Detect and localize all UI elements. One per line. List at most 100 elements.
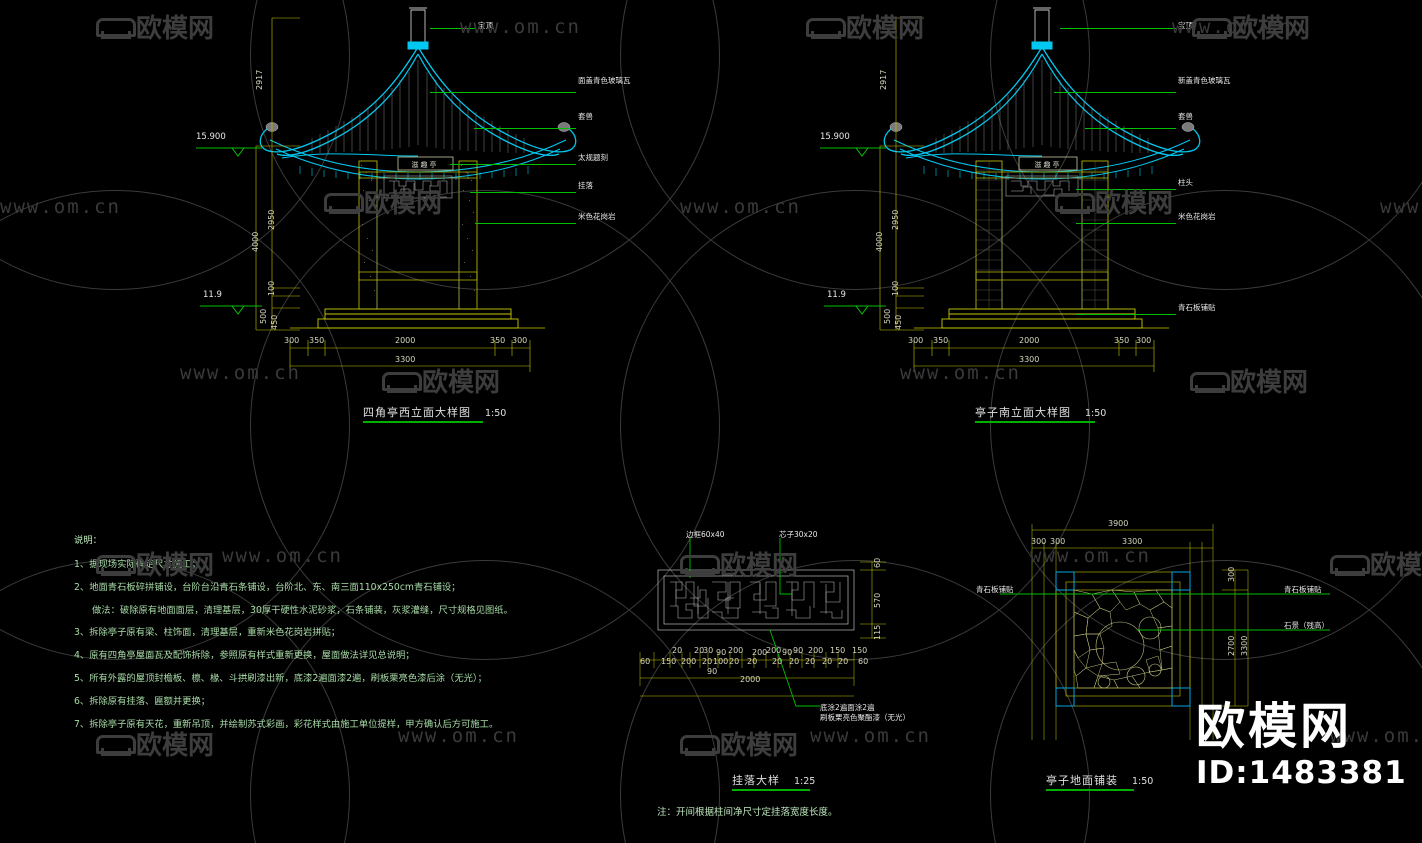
dim2-column-height: 2950 [891,209,900,230]
plan-dim-2700: 2700 [1227,635,1236,656]
watermark-logo-text: 欧模网 [846,14,925,44]
leader2-line-baoding [1060,28,1176,29]
fascia-dim-l5: 100 [713,657,729,666]
watermark-logo-text: 欧模网 [422,368,501,398]
sofa-icon [806,16,846,39]
dim-plan-300-right: 300 [512,336,528,345]
annotation-baoding: 宝顶 [478,21,493,30]
watermark-logo-text: 欧模网 [720,731,799,761]
note-item-5: 4、原有四角亭屋面瓦及配饰拆除，参照原有样式重新更换，屋面做法详见总说明； [74,650,415,662]
leader-line-baoding [430,28,476,29]
elevation-mark-top-2: 15.900 [820,132,850,142]
fascia-dim-115: 115 [873,624,882,640]
svg-text:滋趣亭: 滋趣亭 [1035,160,1062,169]
title3-text: 挂落大样 [732,774,780,787]
sofa-icon [680,733,720,756]
watermark-url-11: www.om.cn [1330,725,1422,747]
sofa-icon [96,733,136,756]
fascia-dim-u11: 150 [830,646,846,655]
floor-paving-title-rule [1046,789,1134,791]
west-elevation-drawing: 滋趣亭 [259,7,577,329]
south-elevation-drawing: 滋趣亭 [883,7,1201,329]
plan-annotation-bluestone-left: 青石板铺贴 [976,585,1014,594]
title-scale: 1:50 [485,408,507,419]
watermark-logo-2: 欧模网 [1192,8,1310,45]
watermark-url-8: www.om.cn [0,196,121,218]
fascia-dim-l9: 20 [789,657,800,666]
floor-paving-drawing [1000,524,1330,740]
watermark-logo-text: 欧模网 [136,731,215,761]
annotation-beast: 套兽 [578,112,593,121]
hanging-fascia-drawing [639,538,886,707]
svg-text:滋趣亭: 滋趣亭 [412,160,439,169]
sofa-icon [96,553,136,576]
dim2-plan-350-left: 350 [933,336,949,345]
dim2-roof-height: 2917 [879,69,888,90]
leader2-line-capital [1076,189,1176,190]
fascia-dim-60-top: 60 [873,557,882,568]
leader2-line-bluestone [1076,314,1176,315]
dim-plan-350-left: 350 [309,336,325,345]
fascia-dim-l15: 60 [858,657,869,666]
fascia-dim-l6: 20 [729,657,740,666]
fascia-dim-l12: 20 [838,657,849,666]
elevation-mark-bottom: 11.9 [203,290,222,300]
fascia-dim-l11: 20 [822,657,833,666]
floor-paving-title: 亭子地面铺装 1:50 [1046,772,1153,788]
fascia-dim-570: 570 [873,592,882,608]
sofa-icon [680,553,720,576]
watermark-url-0: www.om.cn [460,16,581,38]
fascia-dim-overall: 2000 [740,675,761,684]
leader-line-plaque [450,164,576,165]
fascia-dim-l8: 20 [772,657,783,666]
dim2-plan-total: 3300 [1019,355,1040,364]
watermark-url-3: www.om.cn [180,362,301,384]
watermark-url-10: www.om.cn [398,725,519,747]
annotation-roof-tile: 面盖青色玻璃瓦 [578,76,631,85]
watermark-logo-text: 欧模网 [1230,368,1309,398]
fascia-annotation-core: 芯子30x20 [779,530,818,539]
sofa-icon [1330,553,1370,576]
watermark-url-7: www.om.cn [810,725,931,747]
title-text: 四角亭西立面大样图 [363,406,471,419]
fascia-dim-l4: 20 [702,657,713,666]
brand-watermark-text: 欧模网 [1196,698,1353,755]
annotation2-granite: 米色花岗岩 [1178,212,1216,221]
watermark-url-1: www.om.cn [680,196,801,218]
title4-scale: 1:50 [1132,776,1154,787]
fascia-dim-u9: 90 [793,646,804,655]
watermark-logo-6: 欧模网 [1190,362,1308,399]
plan-dim-300b: 300 [1050,537,1066,546]
elevation-mark-bottom-2: 11.9 [827,290,846,300]
note-item-7: 6、拆除原有挂落、匾额并更换； [74,695,211,707]
annotation-fascia: 挂落 [578,181,593,190]
dim-plan-300-left: 300 [284,336,300,345]
watermark-logo-8: 欧模网 [680,545,798,582]
dim2-plan-300-right: 300 [1136,336,1152,345]
fascia-dim-u3: 30 [703,646,714,655]
note-item-6: 5、所有外露的屋顶封檐板、檩、椽、斗拱刷漆出新，底漆2遍面漆2遍，刷板栗亮色漆后… [74,672,487,684]
dim-plan-total: 3300 [395,355,416,364]
fascia-dim-u5: 200 [728,646,744,655]
dim-step-450: 450 [270,314,279,330]
dim2-step-100: 100 [891,280,900,296]
fascia-dim-u6: 200 [752,648,768,657]
title4-text: 亭子地面铺装 [1046,774,1118,787]
dim-plan-2000: 2000 [395,336,416,345]
west-elevation-title: 四角亭西立面大样图 1:50 [363,404,506,420]
general-notes: 说明： 1、据现场实际确定尺寸施工； 2、地面青石板碎拼铺设，台阶台沿青石条铺设… [74,532,554,742]
sofa-icon [1190,370,1230,393]
leader2-line-granite [1076,223,1176,224]
fascia-dim-u1: 20 [672,646,683,655]
dim2-plan-2000: 2000 [1019,336,1040,345]
annotation2-baoding: 宝顶 [1178,21,1193,30]
annotation2-bluestone: 青石板铺贴 [1178,303,1216,312]
dim-column-height: 2950 [267,209,276,230]
annotation2-beast: 套兽 [1178,112,1193,121]
plan-dim-3300right: 3300 [1240,635,1249,656]
fascia-dim-l7: 20 [747,657,758,666]
watermark-logo-0: 欧模网 [96,8,214,45]
